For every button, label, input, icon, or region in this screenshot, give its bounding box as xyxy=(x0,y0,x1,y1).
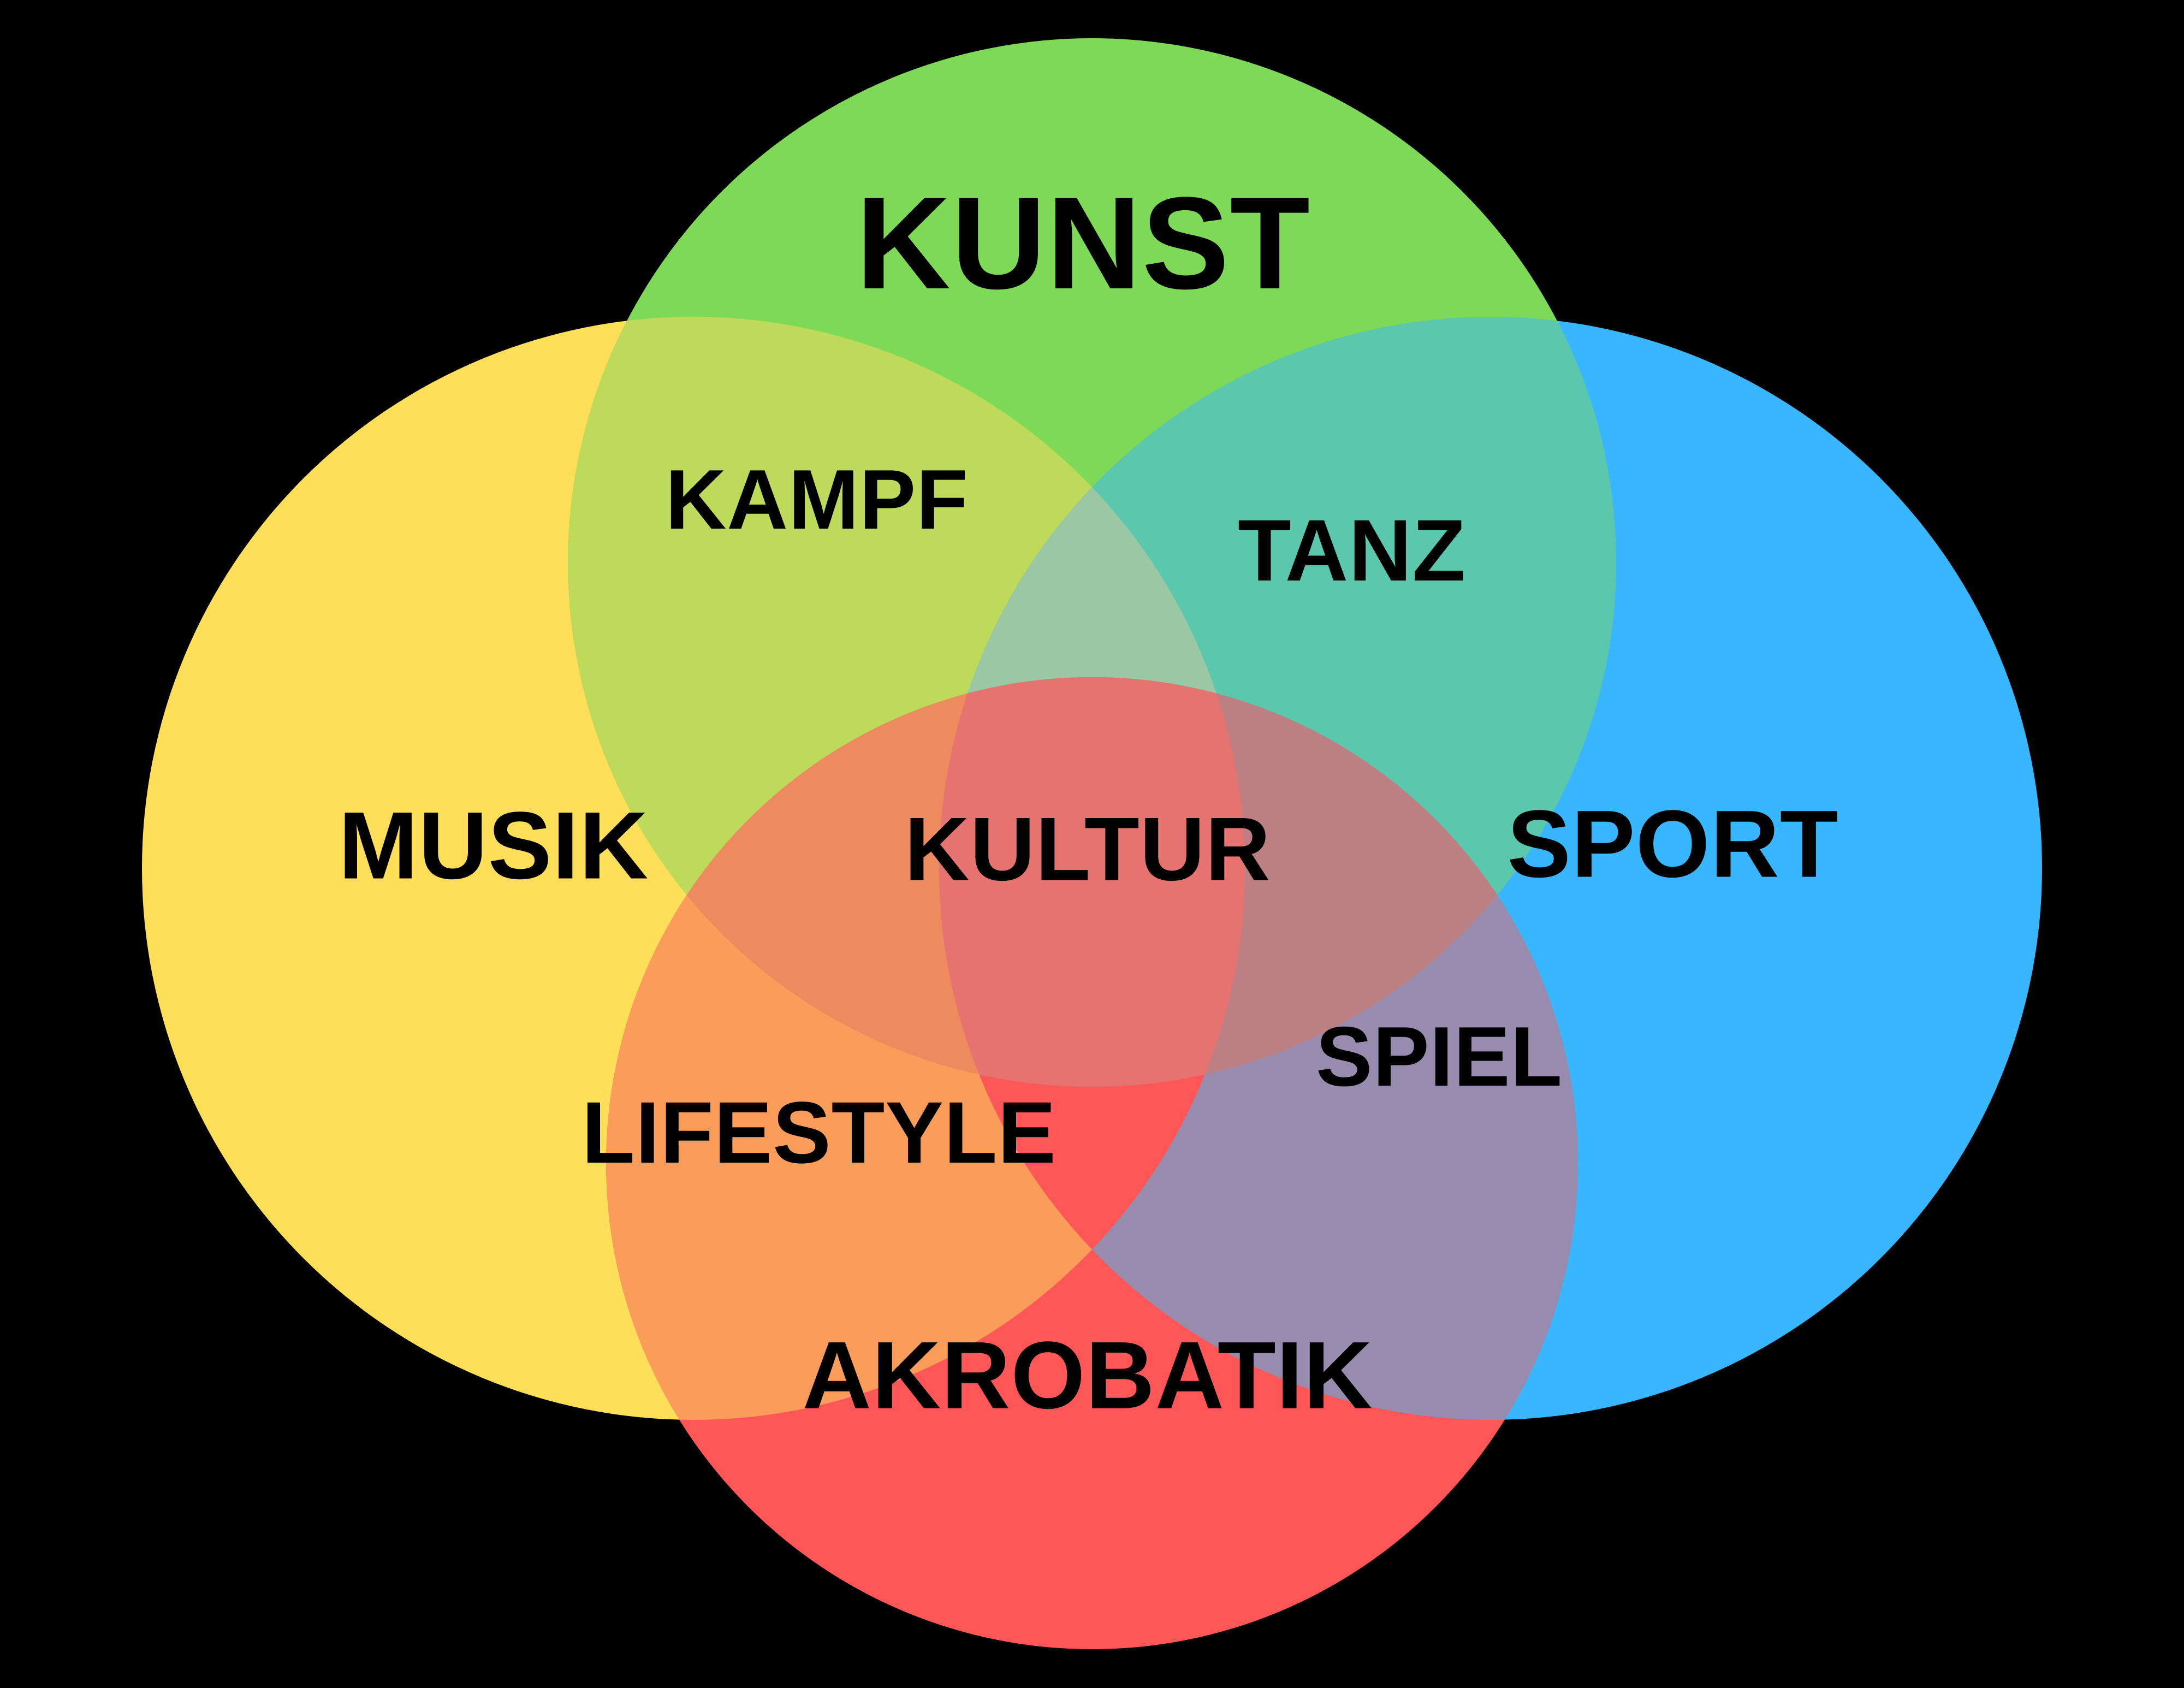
label-tanz: TANZ xyxy=(1238,501,1466,599)
region-kampf xyxy=(568,317,1245,1087)
label-musik: MUSIK xyxy=(338,792,649,899)
label-kampf: KAMPF xyxy=(665,452,969,547)
label-lifestyle: LIFESTYLE xyxy=(581,1083,1057,1182)
region-musik-sport-akrobatik xyxy=(939,677,1245,1420)
region-tanz xyxy=(939,317,1616,1087)
label-kunst: KUNST xyxy=(856,170,1311,317)
label-spiel: SPIEL xyxy=(1316,1009,1563,1104)
label-akrobatik: AKROBATIK xyxy=(802,1322,1373,1429)
label-kultur: KULTUR xyxy=(904,798,1271,899)
label-sport: SPORT xyxy=(1507,791,1839,897)
